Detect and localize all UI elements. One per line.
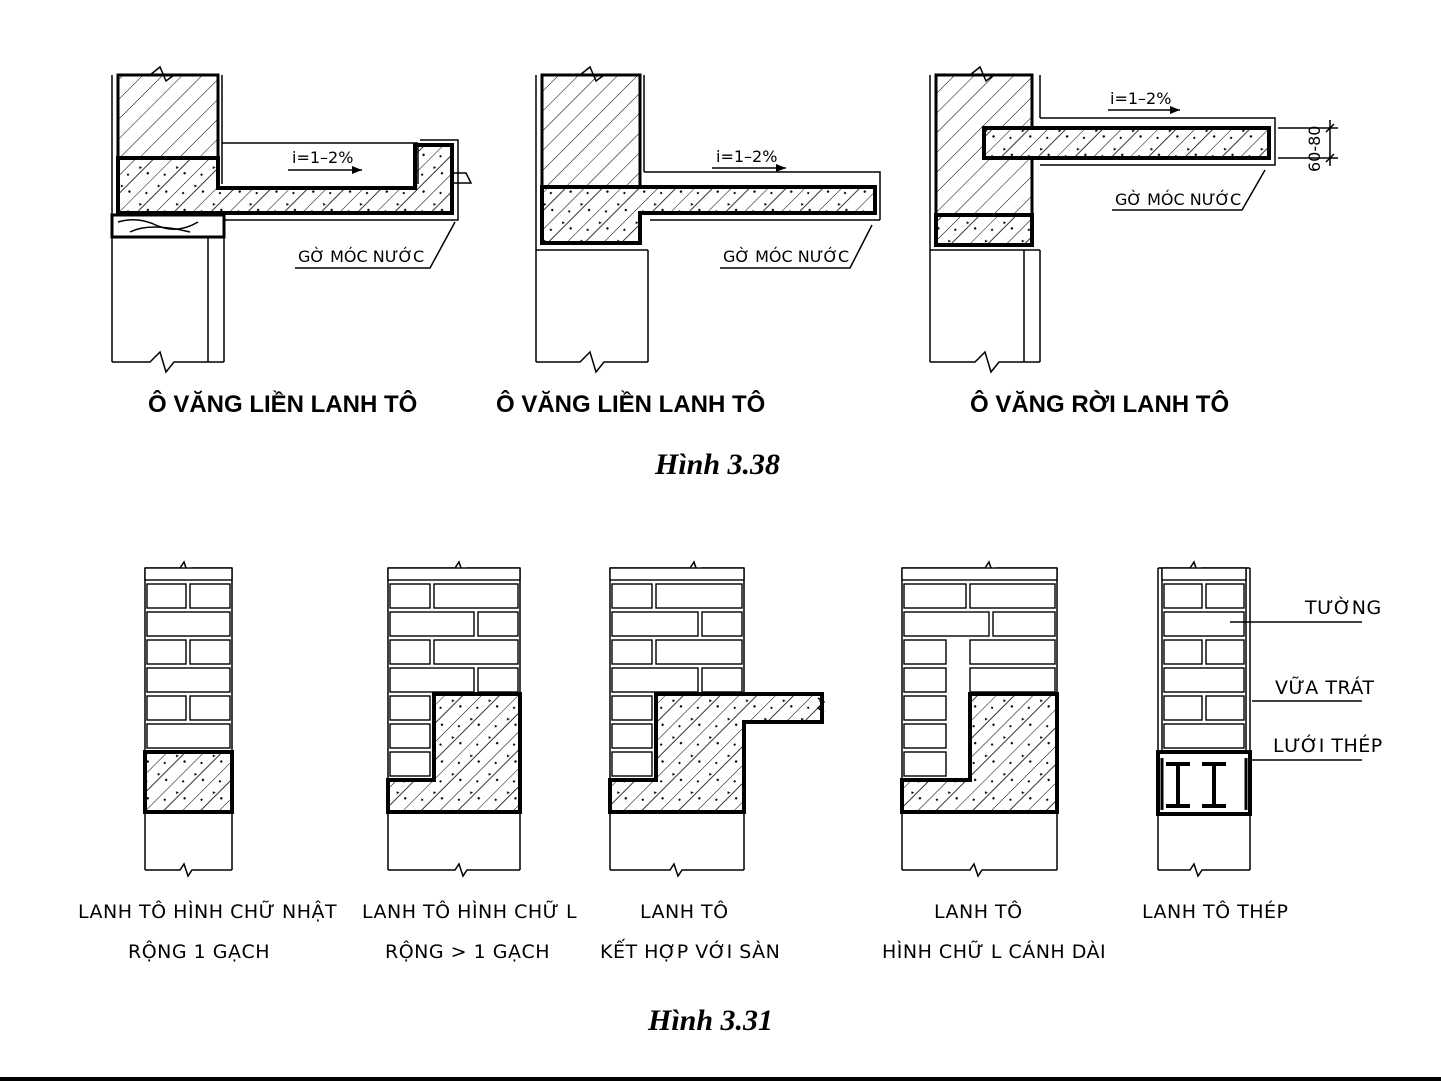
panel-caption-line1: LANH TÔ THÉP bbox=[1142, 899, 1289, 923]
figure-caption-bottom: Hình 3.31 bbox=[647, 1004, 773, 1037]
drip-label: GỜ MÓC NƯỚC bbox=[723, 247, 849, 266]
lintel-detail-l-shape: LANH TÔ HÌNH CHỮ L RỘNG > 1 GẠCH bbox=[362, 562, 577, 963]
lintel-detail-steel: LANH TÔ THÉP TƯỜNG VỮA TRÁT LƯỚI THÉP bbox=[1142, 562, 1383, 923]
slope-label: i=1–2% bbox=[1110, 89, 1171, 108]
overhang-detail-3: i=1–2% GỜ MÓC NƯỚC 60-80 Ô VĂNG RỜI LANH… bbox=[930, 67, 1338, 418]
panel-title: Ô VĂNG RỜI LANH TÔ bbox=[970, 390, 1229, 418]
slope-label: i=1–2% bbox=[716, 147, 777, 166]
drip-label: GỜ MÓC NƯỚC bbox=[298, 247, 424, 266]
panel-caption-line2: HÌNH CHỮ L CÁNH DÀI bbox=[882, 940, 1106, 963]
panel-caption-line2: RỘNG > 1 GẠCH bbox=[385, 939, 550, 963]
lintel-detail-long-flange: LANH TÔ HÌNH CHỮ L CÁNH DÀI bbox=[882, 562, 1106, 963]
overhang-detail-2: i=1–2% GỜ MÓC NƯỚC Ô VĂNG LIỀN LANH TÔ bbox=[496, 67, 880, 418]
figure-caption-top: Hình 3.38 bbox=[654, 448, 780, 481]
label-wall: TƯỜNG bbox=[1304, 595, 1382, 619]
panel-title: Ô VĂNG LIỀN LANH TÔ bbox=[496, 390, 765, 418]
label-plaster: VỮA TRÁT bbox=[1275, 676, 1375, 699]
panel-caption-line2: KẾT HỢP VỚI SÀN bbox=[600, 938, 780, 963]
panel-caption-line2: RỘNG 1 GẠCH bbox=[128, 939, 270, 963]
bottom-rule bbox=[0, 1077, 1441, 1081]
panel-caption-line1: LANH TÔ HÌNH CHỮ NHẬT bbox=[78, 899, 337, 923]
drip-label: GỜ MÓC NƯỚC bbox=[1115, 190, 1241, 209]
lintel-detail-rectangle: LANH TÔ HÌNH CHỮ NHẬT RỘNG 1 GẠCH bbox=[78, 562, 337, 963]
panel-caption-line1: LANH TÔ bbox=[934, 899, 1023, 923]
panel-title: Ô VĂNG LIỀN LANH TÔ bbox=[148, 390, 417, 418]
overhang-detail-1: i=1–2% GỜ MÓC NƯỚC Ô VĂNG LIỀN LANH TÔ bbox=[112, 67, 471, 418]
panel-caption-line1: LANH TÔ bbox=[640, 899, 729, 923]
dimension-label: 60-80 bbox=[1305, 126, 1324, 173]
lintel-detail-with-slab: LANH TÔ KẾT HỢP VỚI SÀN bbox=[600, 562, 824, 963]
panel-caption-line1: LANH TÔ HÌNH CHỮ L bbox=[362, 899, 577, 923]
label-mesh: LƯỚI THÉP bbox=[1273, 733, 1383, 757]
slope-label: i=1–2% bbox=[292, 148, 353, 167]
